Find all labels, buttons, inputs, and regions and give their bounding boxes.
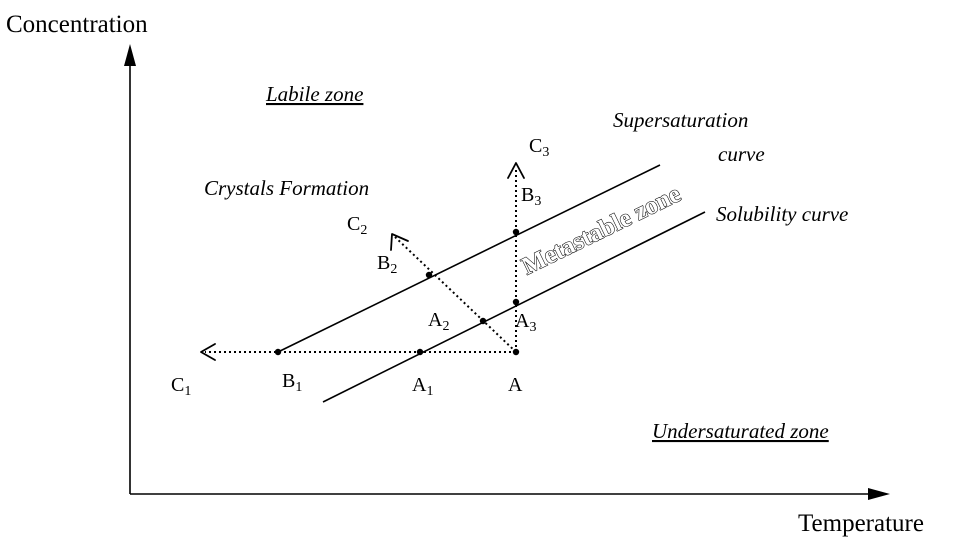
path-a-c2 [394, 236, 517, 353]
arrowhead-c2 [390, 233, 409, 251]
undersaturated-zone-label: Undersaturated zone [652, 419, 829, 443]
arrowhead-c3 [507, 162, 525, 179]
label-b2: B2 [377, 252, 397, 277]
label-a2: A2 [428, 309, 449, 334]
arrowhead-c1 [200, 343, 216, 361]
label-a3: A3 [515, 310, 536, 335]
point-a3 [512, 298, 520, 306]
label-c3: C3 [529, 135, 549, 160]
point-b2 [425, 271, 433, 279]
solubility-label: Solubility curve [716, 202, 848, 226]
point-a1 [416, 348, 424, 356]
point-b1 [274, 348, 282, 356]
label-b3: B3 [521, 184, 541, 209]
y-axis-label: Concentration [6, 11, 148, 38]
solubility-curve [322, 211, 706, 403]
supersaturation-label-line2: curve [718, 142, 765, 166]
labile-zone-label: Labile zone [265, 82, 363, 106]
label-c2: C2 [347, 213, 367, 238]
point-a2 [479, 317, 487, 325]
supersaturation-label-line1: Supersaturation [613, 108, 748, 132]
metastable-zone-label: Metastable zone [518, 180, 685, 280]
label-b1: B1 [282, 370, 302, 395]
label-a1: A1 [412, 374, 433, 399]
x-axis-arrow [868, 488, 890, 500]
label-a: A [508, 374, 523, 396]
supersaturation-curve [277, 164, 661, 353]
crystals-formation-label: Crystals Formation [204, 176, 369, 200]
label-c1: C1 [171, 374, 191, 399]
point-b3 [512, 228, 520, 236]
point-a [512, 348, 520, 356]
y-axis-arrow [124, 44, 136, 66]
x-axis-label: Temperature [798, 510, 924, 537]
